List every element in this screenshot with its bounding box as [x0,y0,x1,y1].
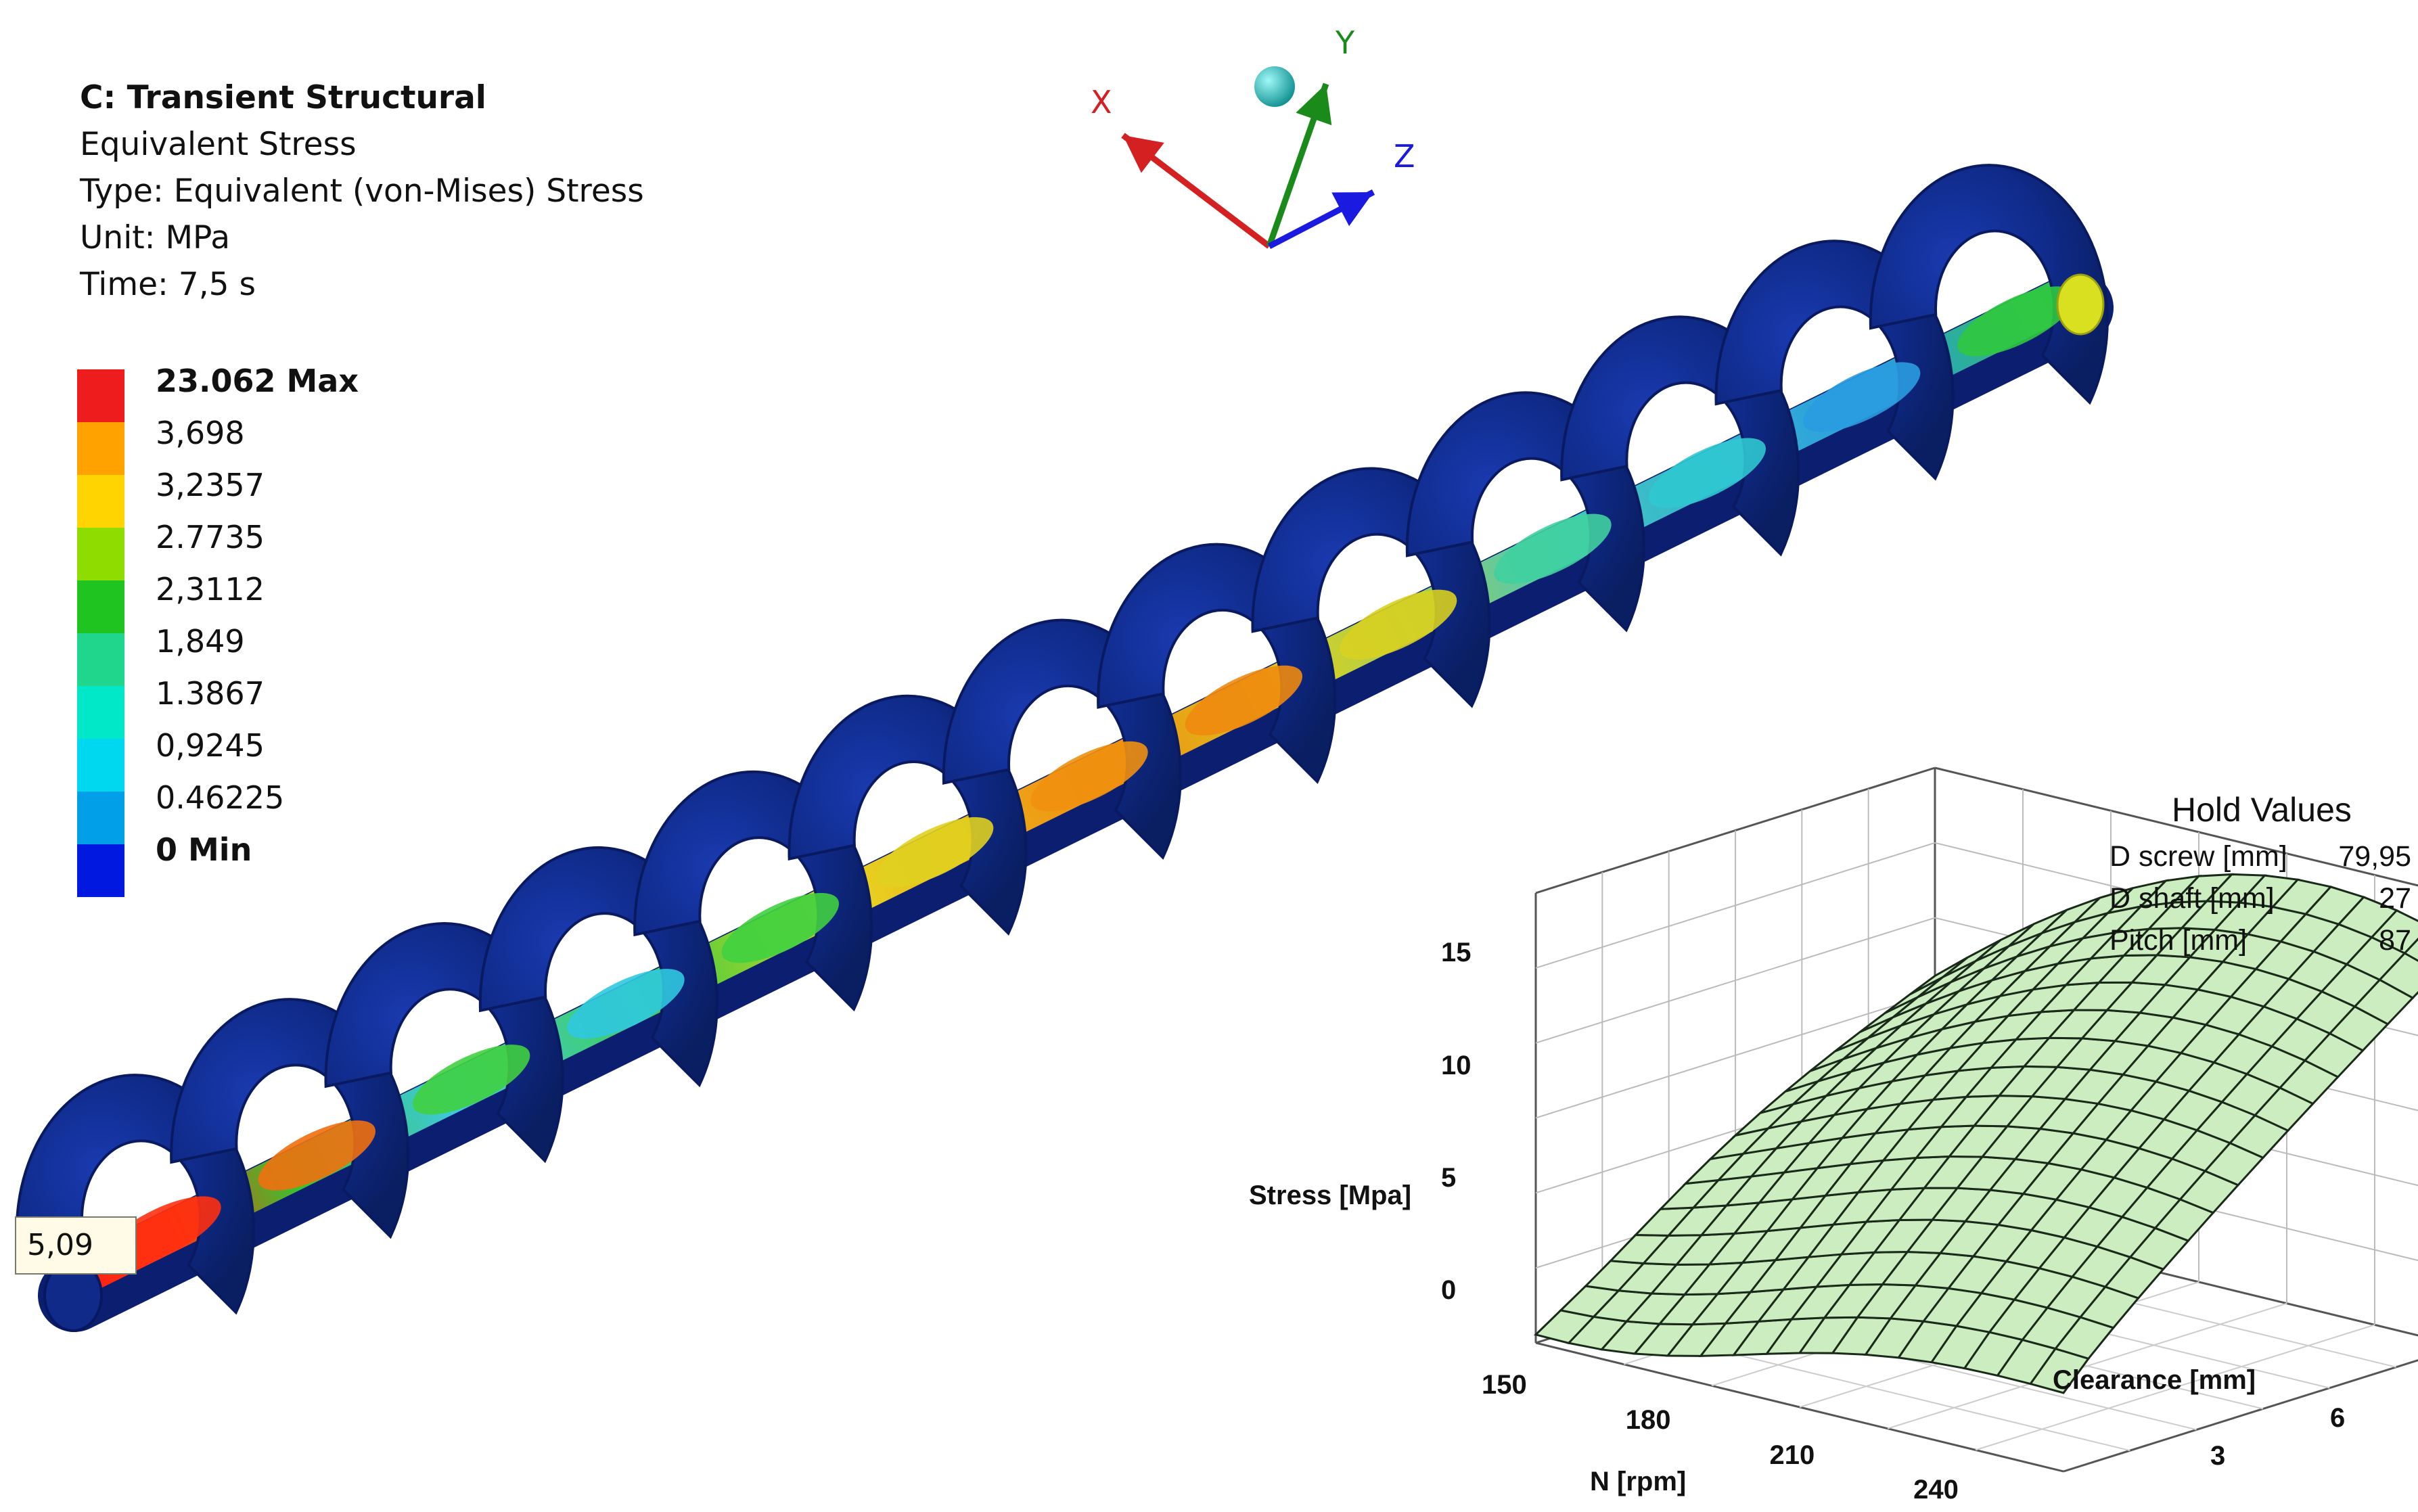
tick-label: 3 [2210,1440,2226,1471]
stress-hotspot [875,817,994,888]
hold-value: 79,95 [2338,840,2411,873]
legend-label: 1.3867 [156,675,265,712]
legend-swatch [77,475,124,528]
hold-name: Pitch [mm] [2109,924,2248,957]
legend-label: 3,698 [156,415,245,451]
tick-label: 0 [1441,1275,1457,1305]
tick-label: 180 [1625,1404,1671,1435]
stress-hotspot [258,1120,376,1191]
hold-value: 27 [2379,882,2411,915]
surface-patch [2378,952,2418,999]
stress-hotspot [721,893,840,963]
hold-name: D shaft [mm] [2109,882,2275,915]
result-info: C: Transient Structural Equivalent Stres… [80,74,644,308]
surface-patch [2370,909,2418,955]
z-axis-label: Z [1394,138,1415,175]
legend-swatch [77,686,124,739]
tick-label: 5 [1441,1162,1457,1193]
legend-swatch [77,633,124,686]
legend-label: 2,3112 [156,571,265,608]
stress-hotspot [1957,286,2075,357]
hold-value: 87 [2379,924,2411,957]
tick-label: 150 [1482,1370,1527,1400]
legend-swatch [77,580,124,633]
hold-row-d-shaft: D shaft [mm] 27 [2109,882,2411,923]
screw-conveyor-model [15,164,2114,1332]
response-surface-plot [1534,766,2418,1473]
result-type: Type: Equivalent (von-Mises) Stress [80,173,644,210]
legend-swatch [77,792,124,844]
legend-swatch [77,528,124,580]
iso-view-ball[interactable] [1254,66,1295,107]
hold-name: D screw [mm] [2109,840,2287,873]
surface-patch [2402,937,2418,962]
legend-label: 3,2357 [156,467,265,503]
x-axis-arrow-head [1123,135,1164,173]
y-axis-title: Clearance [mm] [2053,1365,2256,1395]
x-axis-title: N [rpm] [1590,1467,1687,1496]
stress-hotspot [1339,589,1457,660]
tick-label: 210 [1769,1440,1815,1470]
legend-label: 0.46225 [156,779,285,816]
result-time: Time: 7,5 s [80,266,256,303]
stress-hotspot [412,1045,530,1115]
stress-hotspot [1802,362,1921,432]
tick-label: 240 [1913,1475,1959,1505]
probe-label[interactable]: 5,09 [15,1216,137,1275]
legend-label: 0 Min [156,831,252,868]
hold-row-d-screw: D screw [mm] 79,95 [2109,840,2411,881]
legend-swatch [77,422,124,475]
y-axis-arrow-head [1296,84,1332,126]
y-axis-label: Y [1336,24,1355,61]
hold-values-title: Hold Values [2172,791,2352,829]
analysis-title: C: Transient Structural [80,79,486,116]
shaft-end-cap [2056,273,2105,336]
stress-hotspot [1185,665,1303,736]
legend-label: 0,9245 [156,727,265,764]
legend-swatch [77,739,124,792]
axis-triad [1121,66,1375,249]
z-axis-title: Stress [Mpa] [1249,1181,1412,1210]
tick-label: 6 [2330,1403,2346,1433]
z-axis-arrow-head [1331,192,1373,227]
tick-label: 15 [1441,938,1472,968]
legend-label: 1,849 [156,623,245,660]
result-unit: Unit: MPa [80,219,231,256]
stress-hotspot [1030,741,1148,812]
result-name: Equivalent Stress [80,126,357,163]
legend-label: 2.7735 [156,519,265,555]
legend-label: 23.062 Max [156,363,359,399]
screw-flight [1869,164,2109,405]
tick-label: 10 [1441,1050,1472,1080]
hold-row-pitch: Pitch [mm] 87 [2109,924,2411,965]
stress-hotspot [1494,513,1612,584]
stress-hotspot [1648,438,1766,508]
stress-hotspot [567,969,685,1039]
legend-swatch [77,369,124,422]
legend-swatch [77,844,124,897]
x-axis-label: X [1091,84,1112,120]
